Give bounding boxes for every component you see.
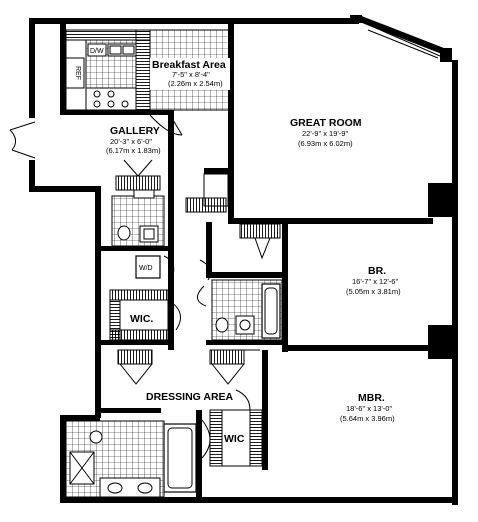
walk-in-closet-1: WIC.: [101, 289, 181, 385]
breakfast-area-dim-ft: 7'-5" x 8'-4": [172, 70, 210, 79]
master-bedroom-name: MBR.: [358, 392, 385, 404]
gallery-dim-m: (6.17m x 1.83m): [106, 146, 161, 155]
bedroom-bathroom: [197, 279, 286, 385]
bedroom-dim-ft: 16'-7" x 12'-6": [352, 277, 398, 286]
breakfast-area-name: Breakfast Area: [152, 59, 226, 71]
breakfast-area-label: Breakfast Area 7'-5" x 8'-4" (2.26m x 2.…: [150, 58, 230, 90]
breakfast-area-dim-m: (2.26m x 2.54m): [168, 79, 223, 88]
master-bedroom: MBR. 18'-6" x 13'-0" (5.64m x 3.96m): [340, 392, 395, 423]
washer-dryer: W/D: [135, 255, 212, 281]
master-bathroom: [65, 410, 211, 500]
dishwasher: [87, 43, 107, 57]
exterior-walls: [9, 15, 458, 505]
gallery-name: GALLERY: [110, 125, 160, 137]
great-room-dim-m: (6.93m x 6.02m): [298, 139, 353, 148]
wic-1-name: WIC.: [130, 313, 153, 325]
great-room: GREAT ROOM 22'-9" x 19'-9" (6.93m x 6.02…: [290, 117, 362, 148]
gallery: GALLERY 20'-3" x 6'-0" (6.17m x 1.83m): [106, 125, 161, 191]
bedroom-name: BR.: [368, 265, 386, 277]
hall-bathroom: [101, 189, 168, 251]
interior-walls: [168, 110, 433, 352]
bedroom: BR. 16'-7" x 12'-6" (5.05m x 3.81m): [346, 265, 401, 296]
great-room-name: GREAT ROOM: [290, 117, 362, 129]
dressing-area: DRESSING AREA: [101, 389, 251, 413]
wic-2-name: WIC: [224, 433, 245, 445]
walk-in-closet-2: WIC: [209, 350, 268, 470]
master-bedroom-dim-m: (5.64m x 3.96m): [340, 414, 395, 423]
dressing-area-name: DRESSING AREA: [146, 391, 234, 403]
washer-dryer-label: W/D: [139, 265, 153, 272]
bedroom-dim-m: (5.05m x 3.81m): [346, 287, 401, 296]
dishwasher-label: D/W: [90, 48, 104, 55]
refrigerator: [65, 57, 85, 89]
great-room-dim-ft: 22'-9" x 19'-9": [302, 129, 348, 138]
master-bedroom-dim-ft: 18'-6" x 13'-0": [346, 404, 392, 413]
refrigerator-label: REF: [74, 66, 81, 80]
gallery-dim-ft: 20'-3" x 6'-0": [110, 137, 152, 146]
